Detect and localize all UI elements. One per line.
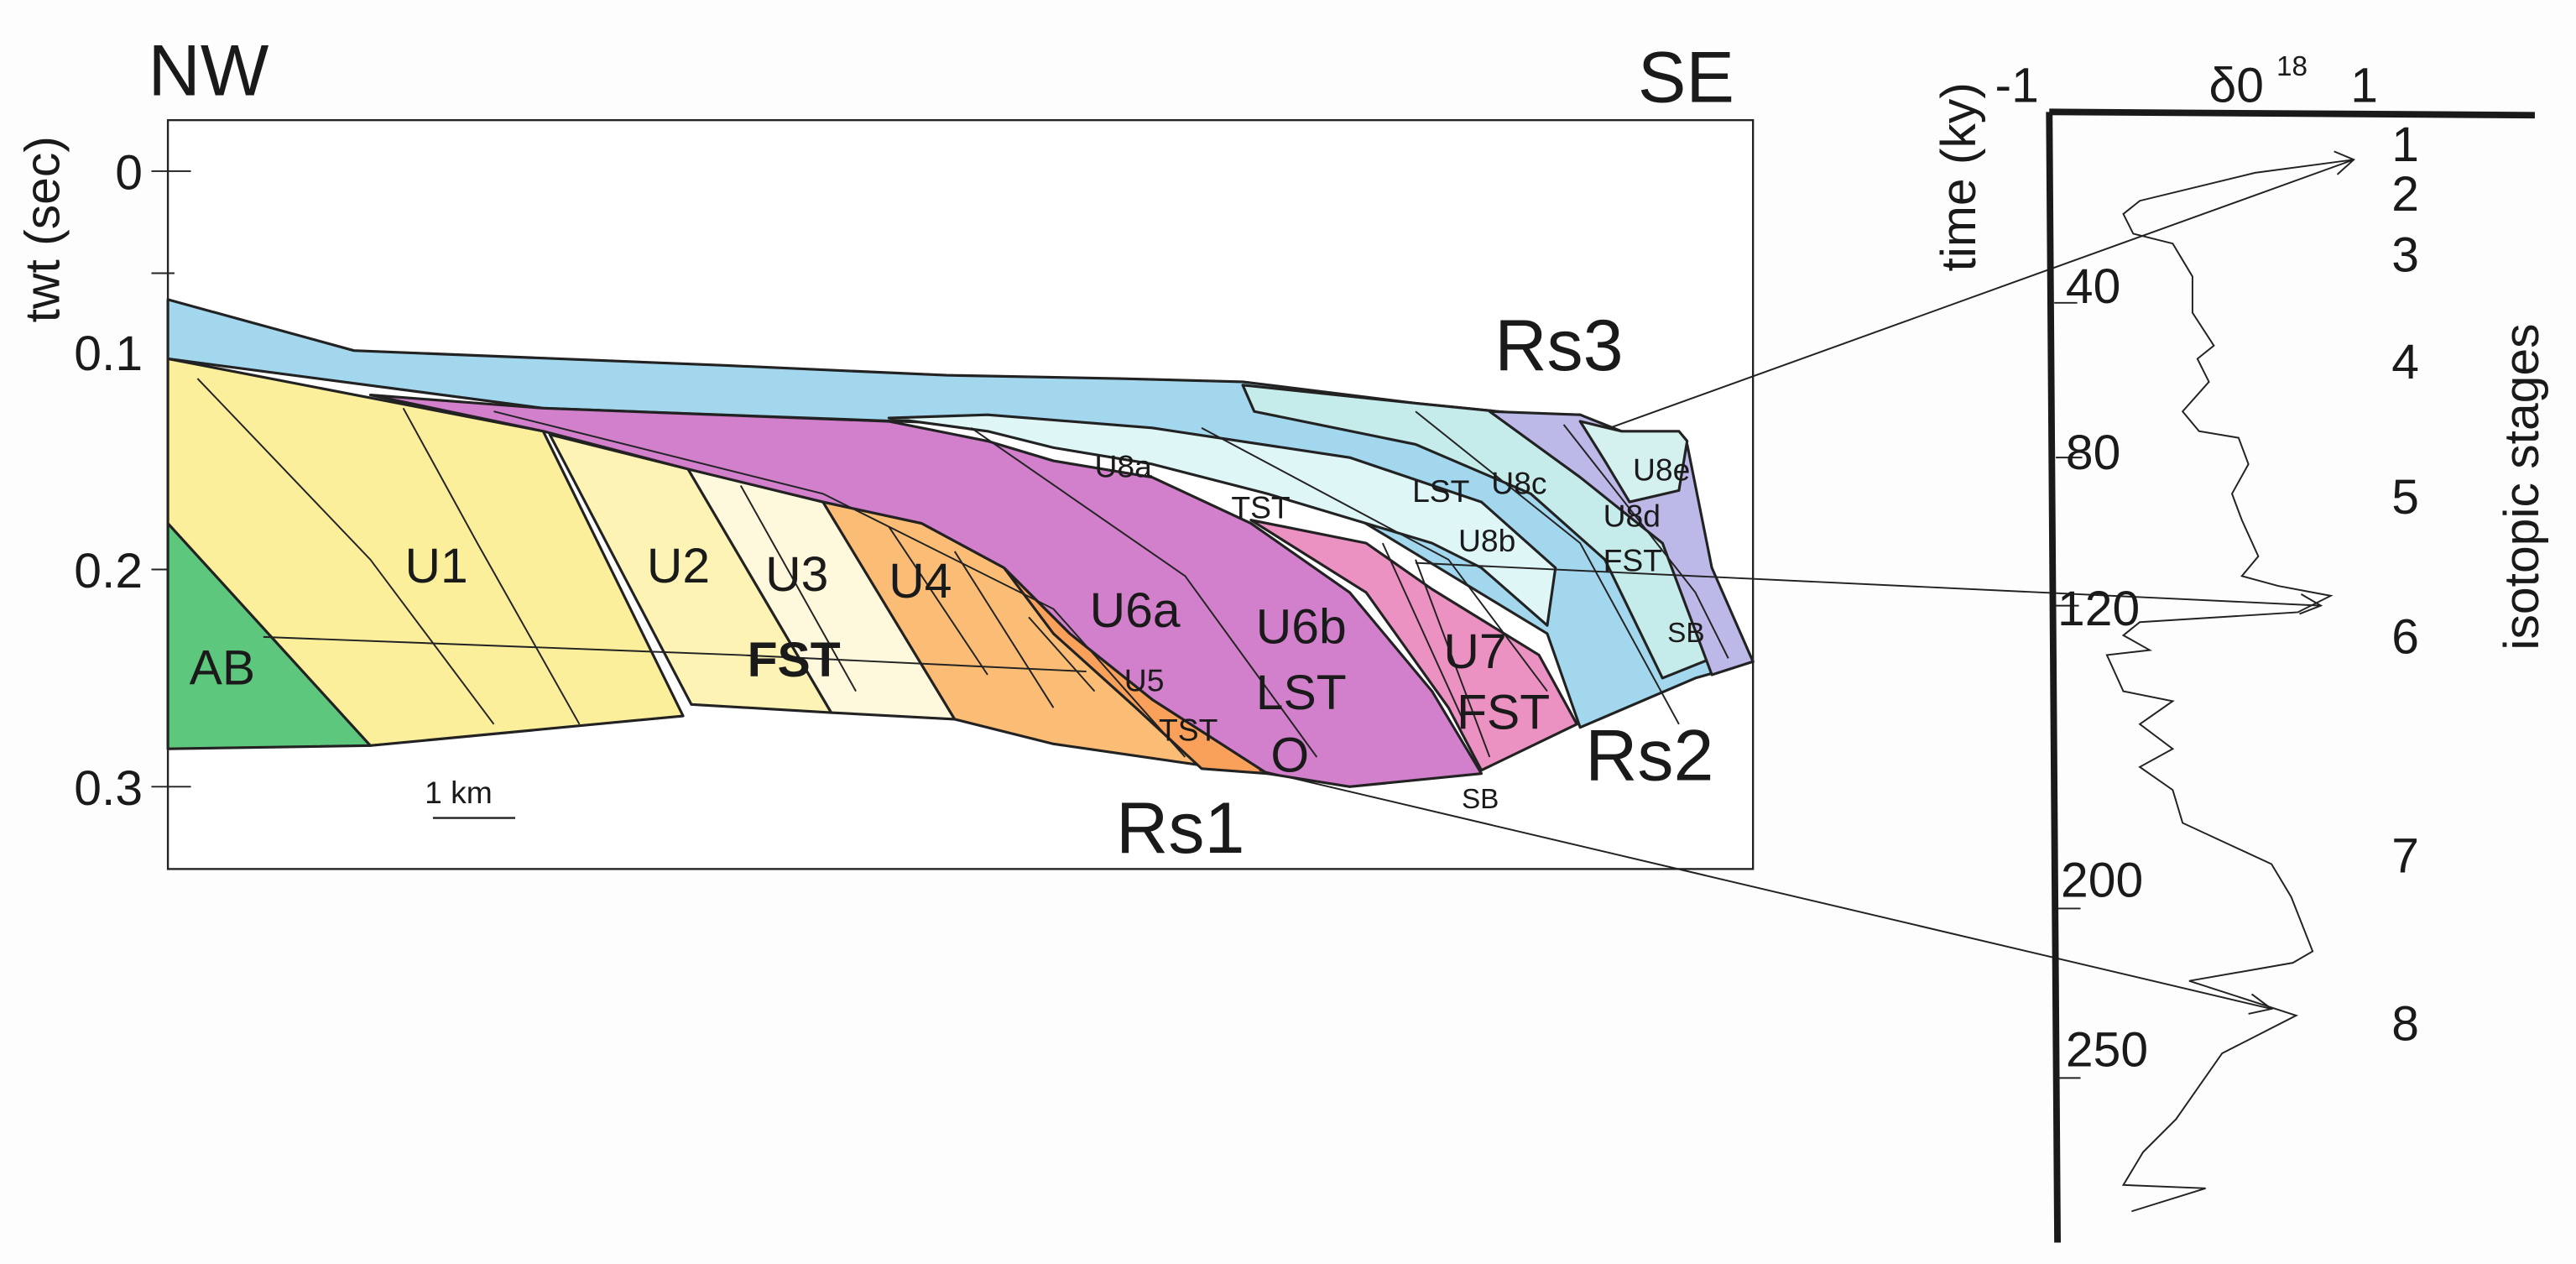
direction-se: SE xyxy=(1638,38,1734,118)
label-u8d: U8d xyxy=(1603,499,1661,534)
label-u2: U2 xyxy=(647,539,710,593)
label-fst-main: FST xyxy=(748,633,841,687)
y-tick-0: 0 xyxy=(115,146,143,201)
label-u4: U4 xyxy=(889,554,952,608)
time-tick-80: 80 xyxy=(2066,426,2120,480)
arrow-rs3 xyxy=(1609,159,2354,429)
y-tick-0.2: 0.2 xyxy=(74,544,143,598)
y-ticks: 0 0.1 0.2 0.3 xyxy=(74,146,191,816)
time-tick-200: 200 xyxy=(2061,854,2143,908)
time-axis-label: time (ky) xyxy=(1932,82,1986,271)
label-u5: U5 xyxy=(1124,663,1165,698)
d18o-curve xyxy=(2105,159,2354,1213)
unit-u8e xyxy=(1578,420,1689,504)
label-fst-u7: FST xyxy=(1457,686,1550,740)
label-fst-u8d: FST xyxy=(1603,542,1662,577)
arrow-rs2 xyxy=(1415,561,2321,607)
label-sb-right: SB xyxy=(1667,618,1704,649)
x-min-label: -1 xyxy=(1995,59,2039,113)
label-u3: U3 xyxy=(765,547,828,602)
label-lst-u8: LST xyxy=(1412,473,1469,509)
stage-4: 4 xyxy=(2391,335,2419,389)
label-rs1: Rs1 xyxy=(1116,788,1244,869)
label-lst-u6b: LST xyxy=(1256,666,1347,720)
label-u8e: U8e xyxy=(1633,452,1690,488)
label-u7: U7 xyxy=(1443,624,1506,679)
label-u6b: U6b xyxy=(1256,600,1347,655)
time-tick-250: 250 xyxy=(2066,1023,2148,1078)
x-max-label: 1 xyxy=(2350,59,2378,113)
unit-u8d xyxy=(1488,410,1755,676)
stage-1: 1 xyxy=(2391,118,2419,172)
y-tick-0.3: 0.3 xyxy=(74,761,143,816)
y-axis-label: twt (sec) xyxy=(16,136,70,322)
label-u8b: U8b xyxy=(1458,523,1515,558)
stage-5: 5 xyxy=(2391,470,2419,525)
label-rs3: Rs3 xyxy=(1494,306,1623,386)
delta-superscript: 18 xyxy=(2276,51,2307,82)
label-u6a: U6a xyxy=(1090,583,1181,638)
label-sb-bottom: SB xyxy=(1462,784,1499,815)
scale-bar-label: 1 km xyxy=(425,775,493,810)
isotope-panel: time (ky) -1 δ0 18 1 40 80 120 200 250 1… xyxy=(1932,51,2549,1243)
stage-3: 3 xyxy=(2391,228,2419,283)
label-rs2: Rs2 xyxy=(1585,715,1713,796)
unit-u7 xyxy=(1249,519,1578,772)
label-tst-u8: TST xyxy=(1231,490,1290,525)
arrow-rs1 xyxy=(1259,769,2272,1011)
time-tick-40: 40 xyxy=(2066,259,2120,314)
label-u1: U1 xyxy=(405,539,468,593)
label-u8a: U8a xyxy=(1095,449,1153,484)
label-o: O xyxy=(1270,729,1309,783)
stage-8: 8 xyxy=(2391,996,2419,1051)
label-tst-u5: TST xyxy=(1159,712,1218,747)
y-tick-0.1: 0.1 xyxy=(74,326,143,381)
time-tick-120: 120 xyxy=(2057,582,2140,636)
label-ab: AB xyxy=(190,641,255,696)
unit-u8a-u8b xyxy=(887,413,1557,627)
layers xyxy=(166,298,1755,788)
stage-2: 2 xyxy=(2391,167,2419,222)
section-labels: AB U1 U2 U3 U4 U5 U6a U6b U7 U8a U8b U8c… xyxy=(190,306,1714,869)
correlation-arrows xyxy=(263,150,2355,1015)
stage-7: 7 xyxy=(2391,828,2419,883)
label-u8c: U8c xyxy=(1491,465,1546,500)
delta-label: δ0 xyxy=(2209,59,2264,113)
direction-nw: NW xyxy=(149,31,269,112)
stage-6: 6 xyxy=(2391,610,2419,665)
stages-label: isotopic stages xyxy=(2495,324,2549,650)
unit-u6 xyxy=(368,394,1484,788)
